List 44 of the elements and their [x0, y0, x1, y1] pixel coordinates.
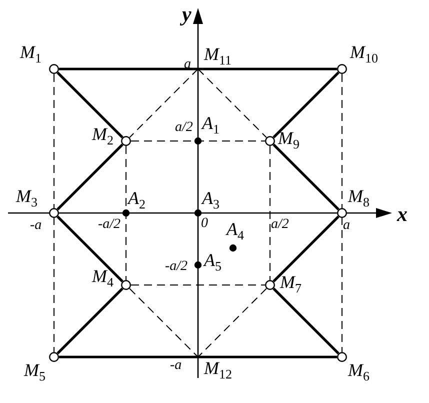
- point-label: M$_{11}$: [204, 45, 232, 70]
- point-label: A$_{1}$: [202, 114, 220, 139]
- line: [59, 68, 337, 70]
- dashed-line: [129, 68, 198, 138]
- line: [272, 144, 340, 210]
- point-label: M$_{1}$: [20, 43, 42, 68]
- point-label: M$_{7}$: [280, 273, 302, 298]
- point-label: A$_{4}$: [226, 220, 244, 244]
- point-label: A$_{2}$: [128, 189, 146, 214]
- dashed-line: [198, 288, 267, 358]
- axis-tick-label: 0: [201, 217, 208, 231]
- axis-title: x: [397, 204, 408, 224]
- point-label: M$_{3}$: [16, 187, 38, 212]
- axis-tick-label: -a: [30, 219, 42, 233]
- line: [272, 216, 340, 282]
- line: [272, 72, 340, 138]
- line: [59, 356, 337, 358]
- axis-tick-label: -a/2: [165, 260, 188, 274]
- axis-tick-label: a/2: [175, 121, 193, 135]
- dashed-line: [130, 284, 266, 286]
- axis-tick-label: a: [343, 219, 350, 233]
- axis-tick-label: a/2: [271, 218, 289, 232]
- dashed-line: [198, 68, 267, 138]
- axis-tick-label: -a: [170, 359, 182, 373]
- point-label: M$_{10}$: [350, 43, 378, 68]
- point-label: A$_{3}$: [202, 189, 220, 214]
- point-label: M$_{5}$: [24, 361, 46, 386]
- point-label: M$_{2}$: [92, 125, 114, 150]
- line: [56, 144, 124, 210]
- axis-tick-label: a: [184, 58, 191, 72]
- point-label: M$_{12}$: [204, 359, 232, 384]
- point-label: M$_{8}$: [348, 187, 370, 212]
- axis-tick-label: -a/2: [98, 218, 121, 232]
- point-label: A$_{5}$: [204, 250, 222, 276]
- point-label: M$_{6}$: [348, 361, 370, 386]
- line: [56, 72, 124, 138]
- line: [56, 288, 124, 354]
- dashed-line: [130, 140, 266, 142]
- point-label: M$_{9}$: [278, 129, 300, 154]
- point-label: M$_{4}$: [92, 267, 114, 292]
- line: [272, 288, 340, 354]
- dashed-line: [129, 288, 198, 358]
- line: [56, 216, 124, 282]
- axis-title: y: [182, 4, 192, 24]
